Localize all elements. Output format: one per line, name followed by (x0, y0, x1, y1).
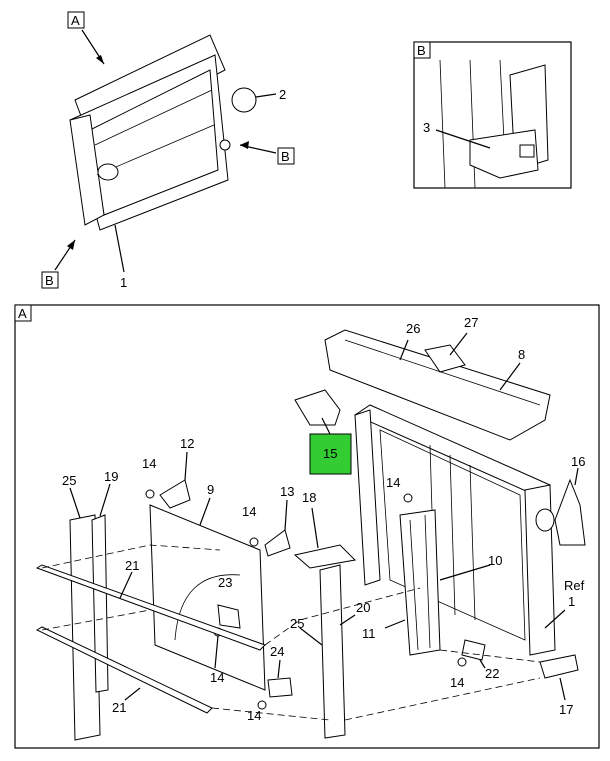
bracket-12 (159, 479, 191, 509)
seal-19 (91, 514, 109, 693)
bracket-27 (424, 344, 466, 373)
callout-18: 18 (302, 490, 316, 505)
callout-10: 10 (488, 553, 502, 568)
bracket-24 (267, 677, 293, 698)
callout-20: 20 (356, 600, 370, 615)
seal-20 (319, 564, 346, 739)
callout-21-b: 21 (112, 700, 126, 715)
bracket-18 (293, 544, 357, 569)
callout-21-a: 21 (125, 558, 139, 573)
view-a-box (67, 11, 85, 29)
callout-3: 3 (423, 120, 430, 135)
seal-25 (69, 514, 101, 741)
overview-radiator: A 2 B B 1 (41, 11, 295, 290)
callout-14-e: 14 (247, 708, 261, 723)
callout-1-ref: 1 (568, 594, 575, 609)
frame-left (354, 409, 381, 586)
detail-a: A 26 27 8 15 16 10 11 (14, 304, 600, 749)
view-b-left-label: B (45, 273, 54, 288)
callout-13: 13 (280, 484, 294, 499)
callout-23: 23 (218, 575, 232, 590)
callout-14-f: 14 (210, 670, 224, 685)
highlight-15 (309, 433, 352, 475)
bracket-23 (217, 604, 241, 629)
callout-8: 8 (518, 347, 525, 362)
view-b-left-box (41, 271, 59, 289)
callout-15: 15 (323, 446, 337, 461)
callout-14-c: 14 (386, 475, 400, 490)
callout-14-a: 14 (142, 456, 156, 471)
top-shroud (324, 329, 551, 441)
callout-2: 2 (279, 87, 286, 102)
callout-19: 19 (104, 469, 118, 484)
view-b-right-label: B (281, 149, 290, 164)
callout-22: 22 (485, 666, 499, 681)
callout-25-b: 25 (290, 616, 304, 631)
detail-b: B 3 (413, 41, 572, 189)
bracket-15 (294, 389, 341, 426)
callout-25-a: 25 (62, 473, 76, 488)
bracket-13 (264, 529, 291, 557)
callout-17: 17 (559, 702, 573, 717)
callout-1-top: 1 (120, 275, 127, 290)
ref-label: Ref (564, 578, 585, 593)
callout-24: 24 (270, 644, 284, 659)
bracket-17 (539, 654, 579, 679)
view-a-label: A (71, 13, 80, 28)
detail-b-label: B (417, 43, 426, 58)
callout-14-b: 14 (242, 504, 256, 519)
callout-16: 16 (571, 454, 585, 469)
detail-a-label: A (18, 306, 27, 321)
view-b-right-box (277, 147, 295, 165)
callout-14-d: 14 (450, 675, 464, 690)
core-10 (399, 509, 441, 656)
callout-9: 9 (207, 482, 214, 497)
callout-11: 11 (362, 626, 376, 641)
callout-12: 12 (180, 436, 194, 451)
callout-27: 27 (464, 315, 478, 330)
callout-26: 26 (406, 321, 420, 336)
bracket-16 (554, 478, 586, 546)
panel-9 (149, 504, 266, 691)
